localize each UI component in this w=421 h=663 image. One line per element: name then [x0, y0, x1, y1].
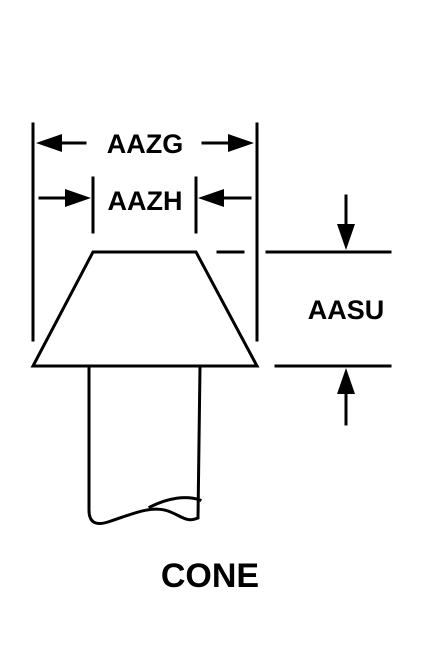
cone-frustum	[30, 250, 260, 368]
shank-break-line	[147, 496, 202, 510]
arrowhead-outer-right	[228, 134, 254, 152]
arrowhead-top-right	[198, 189, 224, 207]
label-top-width: AAZH	[108, 186, 183, 216]
diagram-title: CONE	[161, 557, 259, 595]
label-outer-width: AAZG	[107, 129, 184, 159]
shank	[87, 364, 202, 525]
arrowhead-height-top	[337, 224, 355, 250]
arrowhead-height-bottom	[337, 368, 355, 394]
label-height: AASU	[308, 295, 385, 325]
arrowhead-outer-left	[36, 134, 62, 152]
arrowhead-top-left	[65, 189, 91, 207]
